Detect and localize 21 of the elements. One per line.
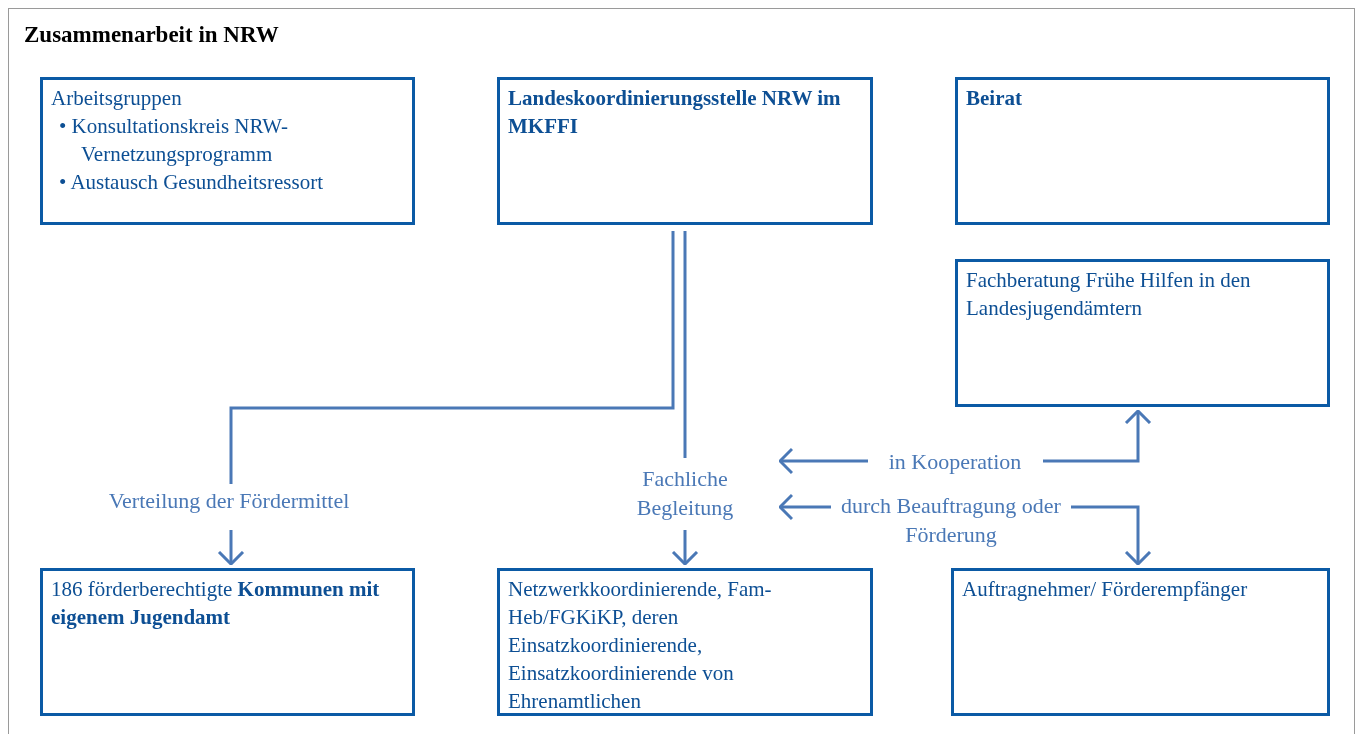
text-box [955,77,1330,225]
text-box [40,568,415,716]
arrow [778,493,1152,566]
text-box [497,568,873,716]
text-box [955,259,1330,407]
arrow [671,229,699,566]
diagram-title: Zusammenarbeit in NRW [24,21,279,49]
text-box [951,568,1330,716]
box-text: Landeskoordinierungsstelle NRW im MKFFI [508,85,842,140]
box-text: Beirat [966,85,1023,112]
box-text: Netzwerkkoordinierende, Fam-Heb/FGKiKP, deren Einsatzkoordinierende, Einsatzkoordinierende von Ehrenamtlichen [508,576,773,715]
arrow [778,409,1152,475]
box-text: 186 förderberechtigte Kommunen mit eigenem Jugendamt [51,576,381,631]
box-heading: Arbeitsgruppen [51,85,183,112]
box-text: Auftragnehmer/ Förderempfänger [962,576,1249,603]
text-box [497,77,873,225]
arrow [217,229,675,566]
list-item: • Konsultationskreis NRW-Vernetzungsprogramm [58,113,289,168]
text-box [40,77,415,225]
list-item: • Austausch Gesundheitsressort [58,169,324,196]
box-text: Fachberatung Frühe Hilfen in den Landesjugendämtern [966,267,1252,322]
